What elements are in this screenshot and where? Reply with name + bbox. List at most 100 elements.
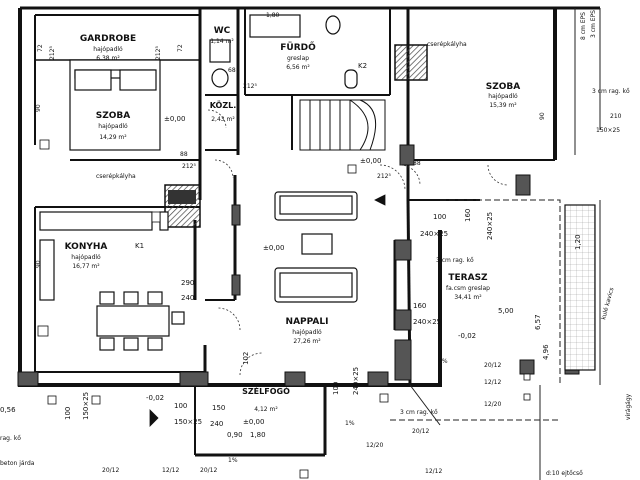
room-terasz: TERASZ fa.csm greslap 34,41 m² [446,273,490,301]
dim: 20/12 [200,467,217,474]
room-floor: hajópadló [71,254,101,261]
dim: 88 [180,151,188,158]
level-nappali: ±0,00 [263,244,284,252]
dim: 240 [181,294,194,302]
stove-label-top: cserépkályha [427,41,467,48]
dim: 20/12 [412,428,429,435]
dim: 90 [35,260,42,268]
room-gardrobe: GARDROBE hajópadló 6,38 m² [80,34,136,62]
rag-ko-right: 3 cm rag. kő [592,88,630,95]
room-szelfogo: SZÉLFOGÓ 4,12 m² [242,385,290,413]
room-area: 4,12 m² [254,406,278,413]
dim: 212⁵ [155,46,162,60]
dim: 100 [174,402,187,410]
pillars [17,144,580,387]
eps-3: 3 cm EPS [590,10,597,38]
room-furdo: FÜRDŐ greslap 6,56 m² [280,42,316,71]
room-area: 34,41 m² [454,294,482,301]
dim: 212⁵ [243,83,257,90]
dim: 102 [242,352,250,365]
dim: 210 [610,113,622,120]
markers [37,139,531,479]
dim: 100 [64,407,72,420]
room-name: KONYHA [65,242,108,252]
dim: 160 [413,302,426,310]
room-name: FÜRDŐ [280,42,316,53]
level-terasz: -0,02 [458,332,476,340]
room-szoba-left: SZOBA hajópadló 14,29 m² [96,111,131,141]
dim: 12/12 [425,468,442,475]
furniture [39,14,596,371]
staircase [299,99,386,151]
room-area: 6,38 m² [96,55,120,62]
dim: 240×25 [420,230,448,238]
ejtocso: d:10 ejtőcső [546,470,583,477]
rag-ko-terasz: 3 cm rag. kő [436,257,474,264]
door-swings [207,109,509,376]
annotations: cserépkályha cserépkályha K1 K2 ±0,00 ±0… [0,10,632,477]
room-area: 1,14 m² [210,38,234,45]
room-area: 2,43 m² [211,116,235,123]
slope-2: 1% [345,420,355,427]
dim: 20/12 [484,362,501,369]
dim: 240 [210,420,223,428]
stove-label-mid: cserépkályha [96,173,136,180]
dim: 160 [464,209,472,222]
room-konyha: KONYHA hajópadló 16,77 m² [65,242,108,270]
dim: 212⁵ [49,46,56,60]
eps-8: 8 cm EPS [580,12,587,40]
terrace-boundary [390,8,601,480]
level-szelfogo: ±0,00 [243,418,264,426]
slope-1: 1% [438,358,448,365]
dim: 150×25 [174,418,202,426]
room-nappali: NAPPALI hajópadló 27,26 m² [286,317,329,345]
rag-ko-left: rag. kő [0,435,21,442]
beton-jarda: beton járda [0,460,35,467]
dim: 150×25 [82,392,90,420]
dim: 90 [539,112,546,120]
dim: 0,56 [0,406,16,414]
dim: 88 [413,160,421,167]
slope-3: 1% [228,457,238,464]
rag-ko-bottom: 3 cm rag. kő [400,409,438,416]
room-name: SZOBA [486,82,521,92]
k1-label: K1 [135,242,144,250]
dim: 100 [332,382,340,395]
dim: 68 [228,67,236,74]
k2-label: K2 [358,62,367,70]
room-floor: fa.csm greslap [446,285,490,292]
dim: 12/20 [484,401,501,408]
dim: 150 [212,404,225,412]
dimensions: 1,80 72 72 212⁵ 212⁵ 212⁵ 212⁵ 212⁵ 68 8… [0,12,622,475]
dim: 1,20 [574,234,582,250]
dim: 12/12 [162,467,179,474]
room-szoba-right: SZOBA hajópadló 15,39 m² [486,82,521,109]
dim: 290 [181,279,194,287]
room-floor: hajópadló [98,123,128,130]
room-name: TERASZ [448,273,488,283]
room-floor: hajópadló [292,329,322,336]
dim: 12/12 [484,379,501,386]
room-wc: WC 1,14 m² [210,26,234,45]
room-floor: greslap [287,55,309,62]
room-name: SZOBA [96,111,131,121]
level-bottom: -0,02 [146,394,164,402]
room-area: 27,26 m² [293,338,321,345]
room-area: 15,39 m² [489,102,517,109]
room-area: 14,29 m² [99,134,127,141]
dim: 90 [35,104,42,112]
room-kozl: KÖZL. 2,43 m² [210,100,237,123]
dim: 6,57 [534,314,542,330]
dim: 212⁵ [377,173,391,180]
level-hall: ±0,00 [360,157,381,165]
dim: 212⁵ [182,163,196,170]
dim: 0,90 [227,431,243,439]
dim: 20/12 [102,467,119,474]
dim: 1,80 [250,431,266,439]
dim: 72 [37,44,44,52]
stove-dark [168,190,196,204]
dim: 240×25 [486,212,494,240]
stove-top [394,44,428,81]
room-floor: hajópadló [488,93,518,100]
